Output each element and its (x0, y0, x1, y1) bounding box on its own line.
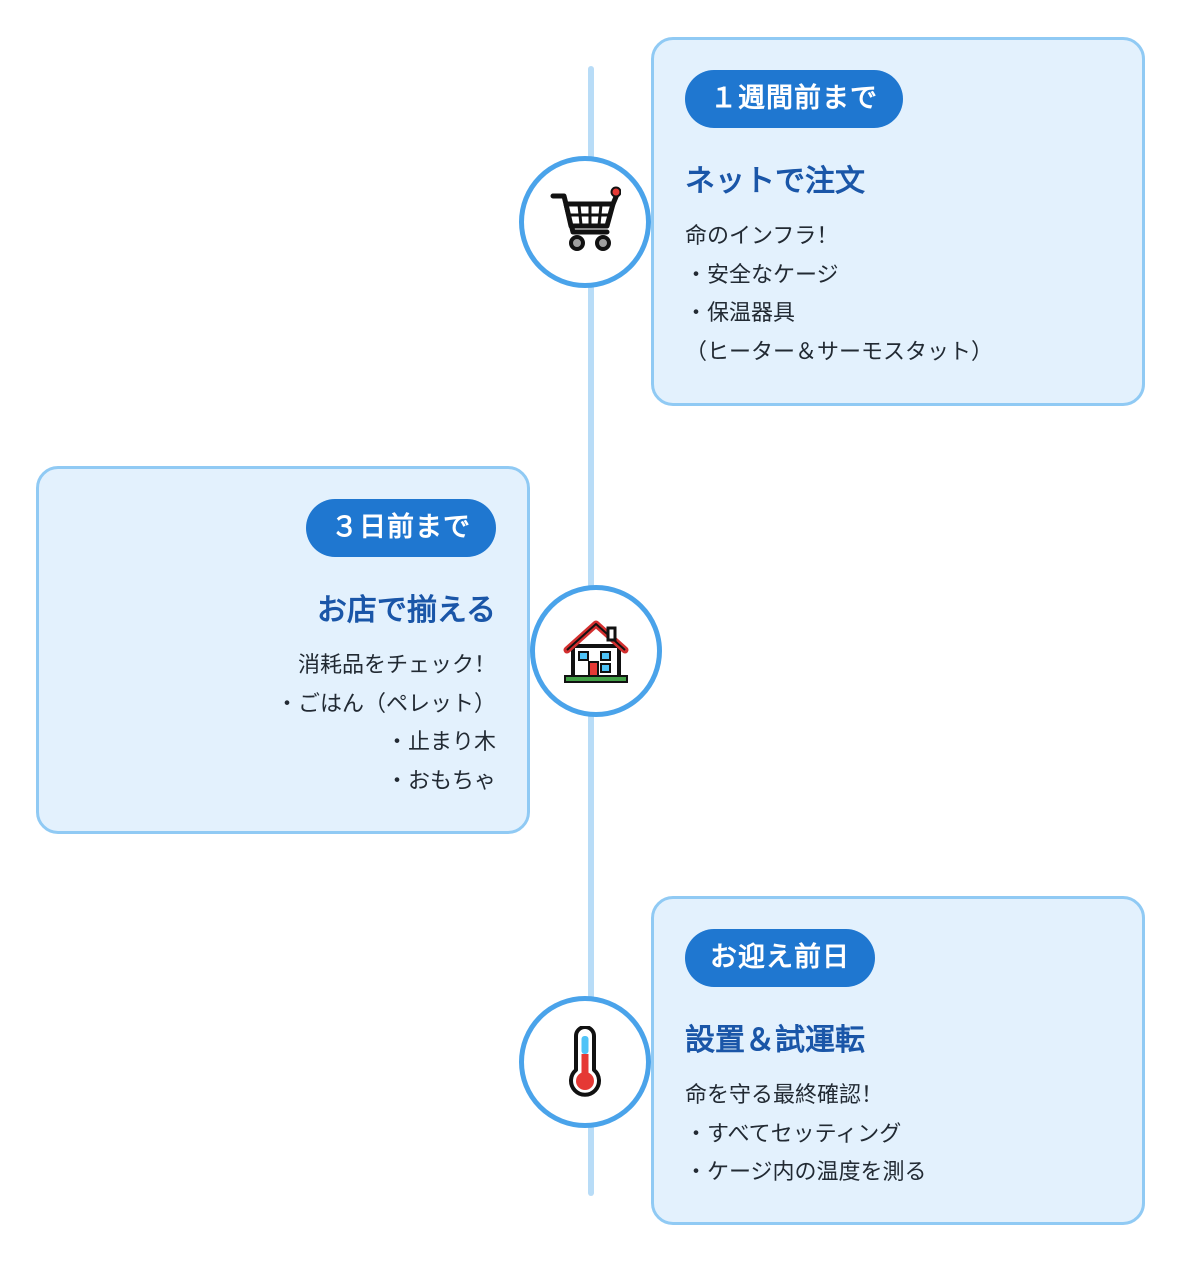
thermometer-icon (569, 1026, 601, 1097)
step-line: ・ケージ内の温度を測る (685, 1160, 927, 1185)
step-line: ・止まり木 (385, 730, 496, 755)
house-icon (563, 620, 629, 683)
step-line: 命を守る最終確認！ (685, 1083, 884, 1108)
step-title: お店で揃える (316, 593, 496, 628)
step-line: ・すべてセッティング (685, 1121, 902, 1147)
step-title: ネットで注文 (685, 164, 865, 199)
step-title: 設置＆試運転 (685, 1023, 865, 1058)
step-line: ・おもちゃ (385, 768, 496, 794)
step-line: （ヒーター＆サーモスタット） (685, 339, 994, 365)
step-badge: お迎え前日 (685, 929, 875, 987)
step-line: 消耗品をチェック！ (297, 653, 496, 678)
step-body: 命を守る最終確認！ ・すべてセッティング ・ケージ内の温度を測る (685, 1077, 1111, 1193)
step-line: ・ごはん（ペレット） (275, 691, 496, 717)
step-body: 命のインフラ！ ・安全なケージ ・保温器具 （ヒーター＆サーモスタット） (685, 218, 1111, 372)
step-card-3: お迎え前日 設置＆試運転 命を守る最終確認！ ・すべてセッティング ・ケージ内の… (651, 896, 1145, 1225)
step-card-2: ３日前まで お店で揃える 消耗品をチェック！ ・ごはん（ペレット） ・止まり木 … (36, 466, 530, 834)
step-line: 命のインフラ！ (685, 224, 839, 249)
step-badge: ３日前まで (306, 499, 496, 557)
step-card-1: １週間前まで ネットで注文 命のインフラ！ ・安全なケージ ・保温器具 （ヒータ… (651, 37, 1145, 406)
timeline-node-3 (519, 996, 651, 1128)
step-body: 消耗品をチェック！ ・ごはん（ペレット） ・止まり木 ・おもちゃ (70, 647, 496, 801)
shopping-cart-icon (550, 186, 621, 251)
step-line: ・安全なケージ (685, 262, 839, 288)
timeline-node-1 (519, 156, 651, 288)
step-line: ・保温器具 (685, 301, 796, 326)
step-badge: １週間前まで (685, 70, 903, 128)
timeline-node-2 (530, 585, 662, 717)
